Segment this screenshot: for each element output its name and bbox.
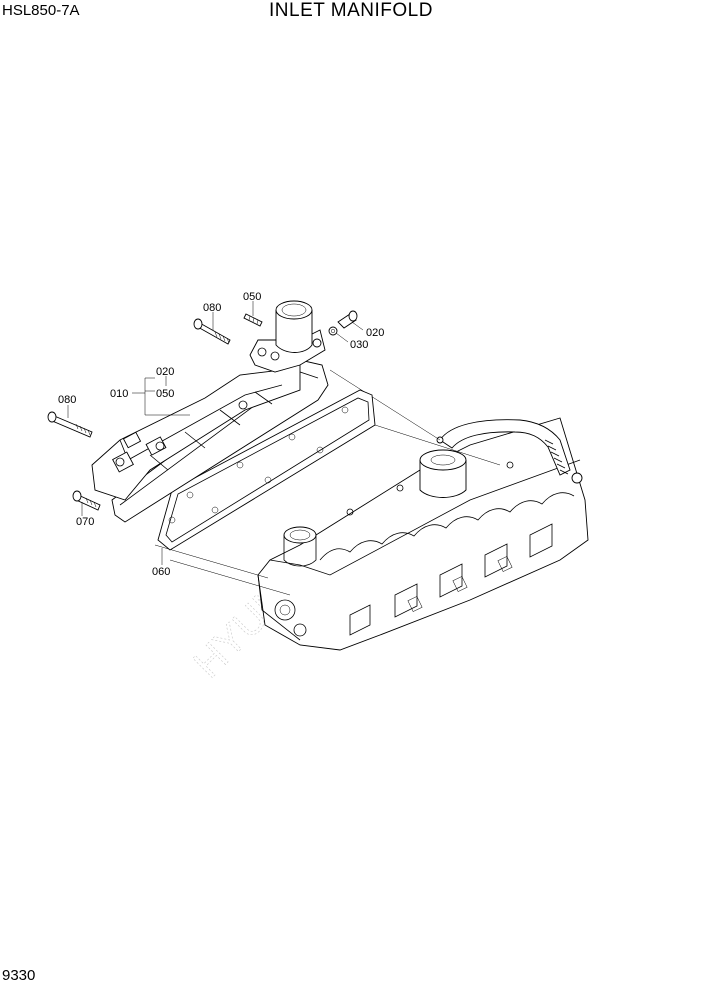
bolt-080-top bbox=[193, 318, 231, 345]
callout-010: 010 bbox=[110, 388, 128, 400]
intake-ports bbox=[349, 523, 553, 636]
inlet-manifold bbox=[91, 300, 329, 523]
inlet-elbow bbox=[249, 300, 326, 373]
breather-hose bbox=[436, 419, 583, 484]
manifold-bosses bbox=[112, 400, 248, 473]
callout-020-right: 020 bbox=[366, 327, 384, 339]
callout-labels: 080 050 020 030 020 010 050 080 070 060 bbox=[58, 291, 384, 578]
oil-filler-cap bbox=[419, 449, 467, 498]
callout-080-top: 080 bbox=[203, 302, 221, 314]
callout-070: 070 bbox=[76, 516, 94, 528]
page-number: 9330 bbox=[2, 967, 36, 984]
washer-030 bbox=[328, 326, 338, 336]
callout-030: 030 bbox=[350, 339, 368, 351]
plug-020 bbox=[337, 310, 358, 329]
callout-060: 060 bbox=[152, 566, 170, 578]
cylinder-head bbox=[257, 417, 589, 651]
leader-lines bbox=[67, 301, 364, 565]
callout-020-group: 020 bbox=[156, 366, 174, 378]
callout-050-group: 050 bbox=[156, 388, 174, 400]
gasket-bolt-holes bbox=[168, 406, 349, 524]
bolt-080-left bbox=[47, 411, 93, 438]
head-water-outlet bbox=[283, 526, 317, 567]
stud-050 bbox=[243, 313, 263, 327]
page-title: INLET MANIFOLD bbox=[269, 0, 433, 21]
bolt-070 bbox=[72, 490, 101, 511]
model-code: HSL850-7A bbox=[2, 2, 80, 19]
projection-lines bbox=[154, 369, 501, 596]
callout-050-top: 050 bbox=[243, 291, 261, 303]
callout-080-left: 080 bbox=[58, 394, 76, 406]
